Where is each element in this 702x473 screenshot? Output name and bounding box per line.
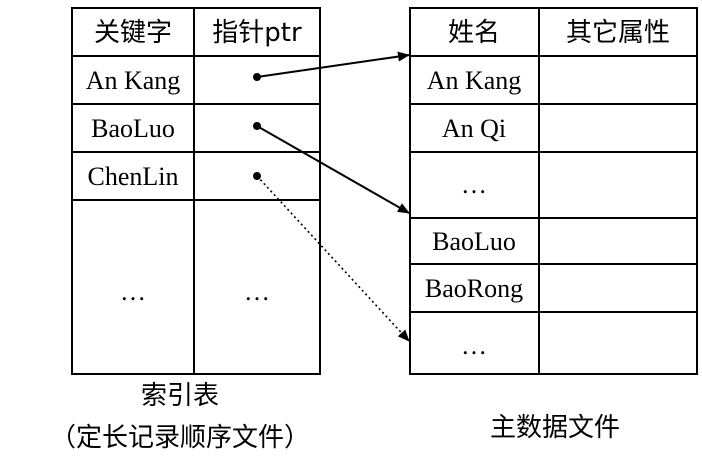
main-header-other: 其它属性 — [566, 18, 670, 48]
main-name-ellipsis-2: … — [461, 331, 487, 360]
index-ptr-ellipsis: … — [244, 277, 270, 306]
main-name-an-kang: An Kang — [427, 66, 522, 95]
index-key-baoluo: BaoLuo — [91, 114, 175, 143]
index-header-ptr: 指针ptr — [212, 18, 302, 48]
index-key-ellipsis: … — [120, 277, 146, 306]
main-file-table — [409, 7, 698, 375]
index-caption-sub: （定长记录顺序文件） — [50, 423, 310, 453]
index-caption: 索引表 — [141, 381, 219, 411]
index-header-key: 关键字 — [94, 18, 172, 48]
arrow-baoluo — [256, 125, 410, 214]
main-header-name: 姓名 — [448, 18, 500, 48]
main-name-an-qi: An Qi — [442, 114, 506, 143]
arrow-an-kang — [256, 51, 410, 78]
main-name-ellipsis-1: … — [461, 170, 487, 199]
arrow-chenlin — [256, 175, 410, 342]
main-file-caption: 主数据文件 — [490, 413, 620, 443]
index-key-an-kang: An Kang — [86, 66, 181, 95]
index-table — [71, 7, 321, 375]
main-name-baoluo: BaoLuo — [432, 227, 516, 256]
index-key-chenlin: ChenLin — [88, 162, 179, 191]
main-name-baorong: BaoRong — [425, 274, 523, 303]
